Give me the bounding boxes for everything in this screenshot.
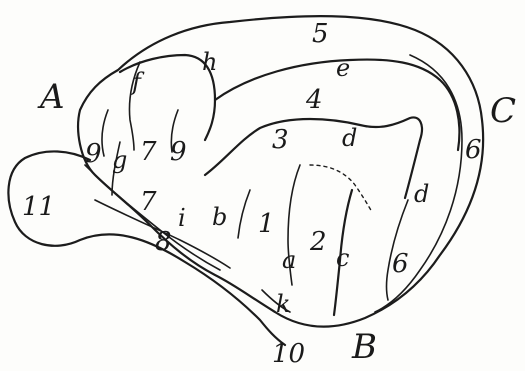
label-6-lower: 6 [392, 249, 409, 279]
label-g: g [112, 146, 127, 174]
label-d-upper: d [342, 124, 357, 152]
label-2: 2 [309, 227, 327, 257]
label-h: h [202, 48, 217, 76]
label-e: e [336, 54, 350, 82]
label-8: 8 [155, 227, 172, 257]
label-11: 11 [22, 192, 55, 222]
label-B: B [351, 327, 377, 367]
sulcus-9-upper [102, 110, 108, 156]
label-c: c [336, 244, 349, 272]
label-6-upper: 6 [465, 135, 482, 165]
label-7-lower: 7 [140, 187, 157, 217]
label-k: k [276, 290, 291, 318]
label-9-right: 9 [170, 137, 187, 167]
label-5: 5 [312, 19, 329, 49]
label-C: C [490, 91, 516, 131]
label-3: 3 [272, 125, 289, 155]
label-9-left: 9 [85, 139, 102, 169]
label-4: 4 [305, 85, 323, 115]
label-f: f [130, 68, 145, 96]
sulcus-b [238, 190, 250, 238]
temporal-pole-contour [8, 151, 285, 345]
label-10: 10 [272, 339, 305, 369]
label-b: b [212, 203, 227, 231]
label-i: i [178, 204, 186, 232]
label-7-upper: 7 [140, 137, 157, 167]
label-A: A [37, 77, 65, 117]
sulcus-i [85, 165, 220, 270]
sulcus-d [205, 117, 422, 198]
label-1: 1 [258, 209, 275, 239]
label-d-lower: d [414, 180, 429, 208]
label-a: a [282, 246, 296, 274]
dashed-connector [310, 165, 372, 212]
